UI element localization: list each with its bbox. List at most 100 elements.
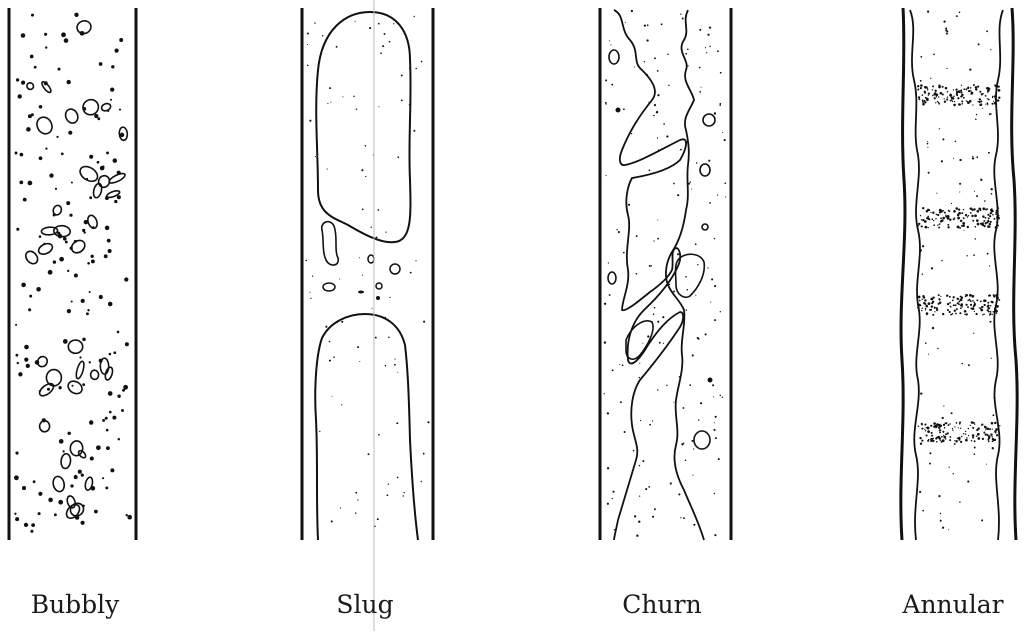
wave-droplet <box>974 424 975 425</box>
droplet <box>44 81 48 85</box>
droplet <box>121 409 124 412</box>
wave-droplet <box>979 91 981 93</box>
droplet <box>990 49 991 50</box>
wave-droplet <box>981 93 983 95</box>
droplet <box>953 158 954 159</box>
droplet <box>685 53 687 55</box>
wave-droplet <box>995 214 997 216</box>
droplet <box>361 169 363 171</box>
droplet <box>24 523 28 527</box>
droplet <box>667 54 669 56</box>
droplet <box>607 467 609 469</box>
droplet <box>948 529 949 530</box>
droplet <box>26 364 30 368</box>
droplet <box>682 407 684 409</box>
droplet <box>410 272 412 274</box>
wave-droplet <box>983 225 985 227</box>
droplet <box>653 313 655 315</box>
droplet <box>117 171 121 175</box>
droplet <box>16 354 19 357</box>
wave-droplet <box>990 311 992 313</box>
droplet <box>697 264 698 265</box>
droplet <box>631 133 632 134</box>
droplet <box>111 65 114 68</box>
wave-droplet <box>987 214 989 216</box>
droplet <box>39 156 43 160</box>
bubble <box>69 238 87 255</box>
wave-droplet <box>976 435 978 437</box>
droplet <box>922 273 924 275</box>
droplet <box>108 391 113 396</box>
bubble <box>90 370 99 380</box>
droplet <box>956 15 958 17</box>
droplet <box>89 155 93 159</box>
droplet <box>107 239 111 243</box>
droplet <box>359 361 360 362</box>
droplet <box>720 311 721 312</box>
droplet <box>699 67 701 69</box>
droplet <box>720 103 722 105</box>
droplet <box>24 357 28 361</box>
wave-droplet <box>920 215 921 216</box>
droplet <box>992 414 994 416</box>
droplet <box>614 529 616 531</box>
droplet <box>933 54 935 56</box>
annular-panel <box>901 8 1017 540</box>
wave-droplet <box>996 297 999 300</box>
wave-droplet <box>922 94 924 96</box>
wave-droplet <box>995 85 998 88</box>
droplet <box>959 191 960 192</box>
droplet <box>683 517 685 519</box>
wave-droplet <box>995 431 997 433</box>
droplet <box>672 254 673 255</box>
droplet <box>309 120 311 122</box>
bubble <box>26 81 35 90</box>
wave-droplet <box>918 223 920 225</box>
droplet <box>649 265 651 267</box>
wave-droplet <box>977 433 980 436</box>
droplet <box>658 149 659 150</box>
wave-droplet <box>952 428 953 429</box>
droplet <box>421 61 423 63</box>
droplet <box>959 159 961 161</box>
droplet <box>927 10 929 12</box>
wave-droplet <box>993 101 994 102</box>
droplet <box>105 196 109 200</box>
droplet <box>16 228 19 231</box>
droplet <box>663 123 665 125</box>
droplet <box>959 183 961 185</box>
wave-droplet <box>988 307 990 309</box>
droplet <box>709 202 711 204</box>
droplet <box>948 210 950 212</box>
droplet <box>119 109 121 111</box>
droplet <box>652 420 653 421</box>
droplet <box>714 493 715 494</box>
wave-droplet <box>927 209 929 211</box>
droplet <box>89 196 92 199</box>
droplet <box>53 214 56 217</box>
wave-droplet <box>991 422 994 425</box>
droplet <box>388 337 390 339</box>
droplet <box>642 460 644 462</box>
droplet <box>67 309 71 313</box>
wave-droplet <box>924 86 927 89</box>
wave-droplet <box>980 309 983 312</box>
droplet <box>952 97 954 99</box>
droplet <box>942 527 944 529</box>
wave-droplet <box>976 299 978 301</box>
droplet <box>682 18 684 20</box>
droplet <box>84 220 88 224</box>
droplet <box>666 135 668 137</box>
wave-droplet <box>961 436 963 438</box>
wave-droplet <box>989 428 991 430</box>
wave-droplet <box>975 313 977 315</box>
droplet <box>625 22 626 23</box>
droplet <box>393 23 394 24</box>
bubble <box>23 249 40 266</box>
droplet <box>59 439 64 444</box>
wave-droplet <box>990 305 992 307</box>
droplet <box>21 283 26 288</box>
wave-droplet <box>925 430 926 431</box>
taylor-bubble-upper <box>316 12 410 242</box>
wave-droplet <box>936 437 938 439</box>
